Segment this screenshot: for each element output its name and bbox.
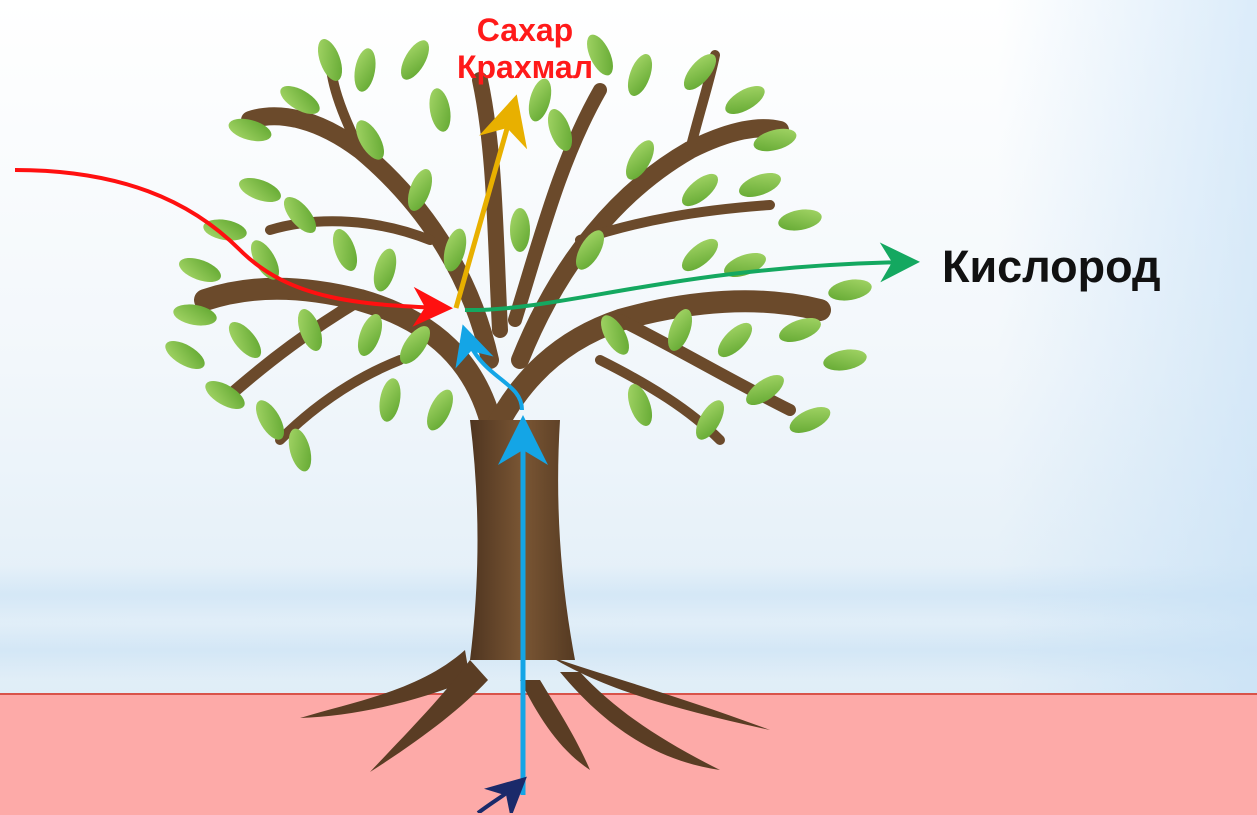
starch-label: Крахмал — [430, 49, 620, 86]
oxygen-label: Кислород — [942, 239, 1161, 295]
sugar-label: Сахар — [430, 12, 620, 49]
soil-arrow — [478, 782, 521, 813]
root-icon — [300, 650, 770, 772]
product-label: Сахар Крахмал — [430, 12, 620, 86]
